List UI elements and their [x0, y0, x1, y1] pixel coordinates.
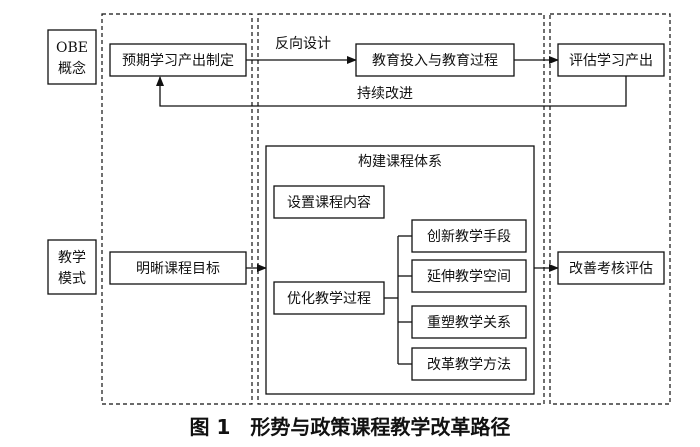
set-content-label: 设置课程内容 — [287, 194, 371, 211]
clarify-goals-label: 明晰课程目标 — [136, 261, 220, 277]
reshape-relation-box — [411, 305, 527, 339]
column-frame-3 — [549, 13, 671, 405]
improve-assessment-box — [557, 251, 665, 285]
expected-outcome-label: 预期学习产出制定 — [122, 53, 234, 69]
eval-outcome-label: 评估学习产出 — [569, 53, 653, 69]
obe-concept-box — [47, 29, 97, 85]
extend-space-box — [411, 259, 527, 293]
reform-method-label: 改革教学方法 — [427, 357, 511, 373]
teaching-label: 教学 — [58, 250, 86, 266]
teaching-mode-box — [47, 239, 97, 295]
innovate-means-label: 创新教学手段 — [427, 229, 511, 245]
mode-label: 模式 — [58, 271, 86, 287]
concept-label: 概念 — [58, 60, 86, 77]
reshape-relation-label: 重塑教学关系 — [427, 315, 511, 331]
curriculum-system-title: 构建课程体系 — [358, 154, 442, 170]
improve-assessment-label: 改善考核评估 — [569, 261, 653, 277]
innovate-means-box — [411, 219, 527, 253]
figure-caption: 图 1 形势与政策课程教学改革路径 — [190, 415, 511, 439]
column-frame-1 — [101, 13, 253, 405]
column-frame-2 — [257, 13, 545, 405]
edu-input-label: 教育投入与教育过程 — [372, 53, 498, 69]
eval-outcome-box — [557, 43, 665, 77]
arrow-continuous-improve — [156, 76, 627, 107]
obe-label: OBE — [56, 40, 88, 56]
reform-method-box — [411, 347, 527, 381]
optimize-process-label: 优化教学过程 — [287, 291, 371, 307]
clarify-goals-box — [109, 251, 247, 285]
continuous-improve-label: 持续改进 — [357, 85, 413, 102]
expected-outcome-box — [109, 43, 247, 77]
set-content-box — [273, 185, 385, 219]
reverse-design-label: 反向设计 — [275, 36, 331, 52]
extend-space-label: 延伸教学空间 — [427, 269, 511, 285]
